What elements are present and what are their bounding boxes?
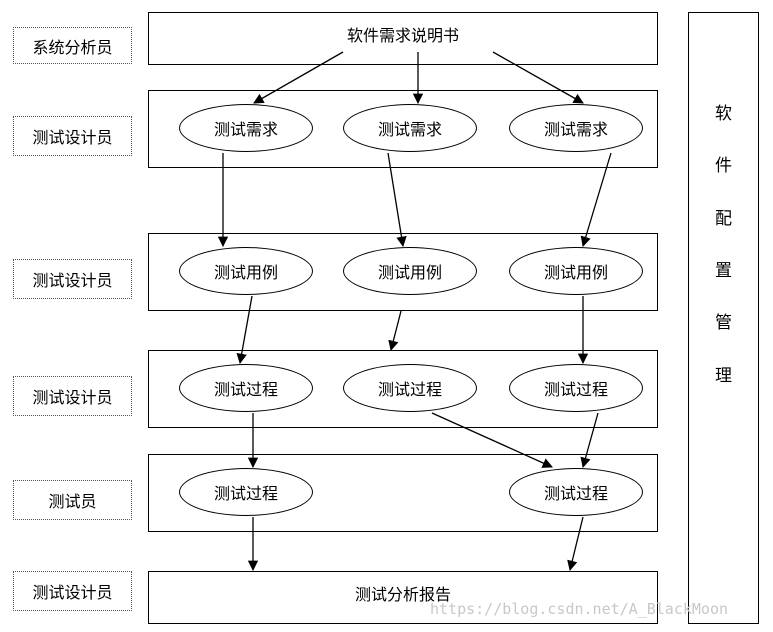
role-system-analyst: 系统分析员 <box>13 27 132 64</box>
arrow-case2-proc <box>388 310 402 352</box>
procedure-node-2: 测试过程 <box>343 364 477 412</box>
config-management-box: 软 件 配 置 管 理 <box>688 12 759 624</box>
requirement-node-1: 测试需求 <box>179 104 313 152</box>
report-title: 测试分析报告 <box>354 585 451 604</box>
config-char-4: 置 <box>715 261 732 281</box>
role-tester: 测试员 <box>13 480 132 520</box>
case-node-2: 测试用例 <box>343 247 477 295</box>
case-node-3: 测试用例 <box>509 247 643 295</box>
spec-box: 软件需求说明书 <box>148 12 658 65</box>
config-char-2: 件 <box>715 156 732 176</box>
role-test-designer-4: 测试设计员 <box>13 571 132 611</box>
role-test-designer-1: 测试设计员 <box>13 116 132 156</box>
procedure-node-1: 测试过程 <box>179 364 313 412</box>
report-box: 测试分析报告 <box>148 571 658 624</box>
requirement-node-2: 测试需求 <box>343 104 477 152</box>
config-char-6: 理 <box>715 366 732 386</box>
config-char-3: 配 <box>715 209 732 229</box>
watermark: https://blog.csdn.net/A_BlackMoon <box>430 600 729 618</box>
spec-title: 软件需求说明书 <box>346 26 459 45</box>
execution-node-1: 测试过程 <box>179 468 313 516</box>
case-node-1: 测试用例 <box>179 247 313 295</box>
execution-node-2: 测试过程 <box>509 468 643 516</box>
procedure-node-3: 测试过程 <box>509 364 643 412</box>
role-test-designer-3: 测试设计员 <box>13 376 132 416</box>
requirement-node-3: 测试需求 <box>509 104 643 152</box>
role-test-designer-2: 测试设计员 <box>13 259 132 299</box>
config-char-1: 软 <box>715 104 732 124</box>
config-char-5: 管 <box>715 313 732 333</box>
